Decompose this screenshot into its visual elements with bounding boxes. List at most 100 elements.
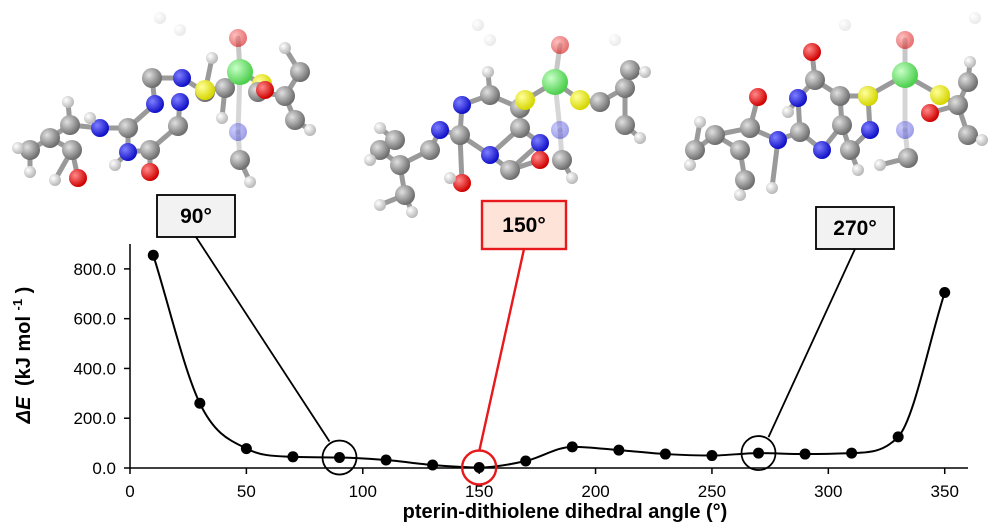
atom xyxy=(976,134,988,146)
data-point xyxy=(427,459,439,471)
atom xyxy=(552,150,572,170)
atom xyxy=(40,128,60,148)
data-point xyxy=(846,447,858,459)
atom xyxy=(615,78,635,98)
atom xyxy=(832,115,852,135)
annotation-label: 150° xyxy=(502,214,545,237)
x-tick-label: 300 xyxy=(814,482,842,501)
atom xyxy=(472,19,484,31)
atom xyxy=(685,140,705,160)
atom xyxy=(481,146,499,164)
atom xyxy=(364,154,376,166)
atom xyxy=(62,96,74,108)
atom xyxy=(705,125,725,145)
y-axis-label-close: ) xyxy=(13,287,35,294)
atom xyxy=(12,142,24,154)
atom xyxy=(782,106,794,118)
atom xyxy=(374,199,386,211)
atom xyxy=(279,42,291,54)
annotation-circle xyxy=(740,435,777,471)
atom xyxy=(484,34,496,46)
atom xyxy=(861,121,879,139)
atom xyxy=(304,124,316,136)
atom xyxy=(118,118,138,138)
atom xyxy=(453,96,471,114)
atom xyxy=(174,24,186,36)
atom xyxy=(969,12,981,24)
atom xyxy=(634,132,646,144)
x-tick-label: 350 xyxy=(931,482,959,501)
data-point xyxy=(520,455,532,467)
atom xyxy=(482,66,494,78)
atom xyxy=(385,130,405,150)
atom xyxy=(609,34,621,46)
atom xyxy=(500,160,520,180)
data-point xyxy=(939,287,951,299)
atom xyxy=(615,115,635,135)
atom xyxy=(60,115,80,135)
atom xyxy=(146,95,164,113)
data-point xyxy=(240,443,252,455)
y-axis-label: ΔE (kJ mol -1 ) xyxy=(5,287,35,425)
atom xyxy=(119,143,137,161)
atom xyxy=(173,69,191,87)
atom xyxy=(839,19,851,31)
atom xyxy=(444,172,456,184)
atom xyxy=(374,122,386,134)
atom xyxy=(769,131,787,149)
annotations: 90°150°270° xyxy=(156,194,895,486)
atom xyxy=(206,52,218,64)
atom xyxy=(285,110,305,130)
atom xyxy=(24,166,36,178)
molecule-90-deg xyxy=(12,12,316,188)
atom xyxy=(551,121,569,139)
atom xyxy=(154,12,166,24)
atom xyxy=(896,31,914,49)
y-axis-label-unit: (kJ mol xyxy=(13,316,35,386)
data-point xyxy=(892,431,904,443)
annotation-box xyxy=(815,206,895,250)
y-tick-label: 800.0 xyxy=(73,260,116,279)
atom xyxy=(930,85,950,105)
y-tick-label: 600.0 xyxy=(73,310,116,329)
atom xyxy=(813,141,831,159)
atom xyxy=(109,159,121,171)
atom xyxy=(171,93,189,111)
annotation-leader-line xyxy=(767,248,856,438)
atom xyxy=(406,206,418,218)
atom xyxy=(215,78,235,98)
data-point xyxy=(753,447,764,459)
atom xyxy=(290,62,310,82)
molecule-270-deg xyxy=(684,12,988,201)
atom xyxy=(898,148,918,168)
atom xyxy=(62,140,82,160)
atom xyxy=(892,62,918,88)
atom xyxy=(639,66,651,78)
atom xyxy=(803,43,821,61)
atom xyxy=(453,174,471,192)
atom xyxy=(420,140,440,160)
data-point xyxy=(147,249,159,261)
data-point xyxy=(613,444,625,456)
atom xyxy=(874,159,886,171)
data-point xyxy=(287,451,299,463)
atom xyxy=(395,185,415,205)
data-point xyxy=(566,441,578,453)
atom xyxy=(69,169,87,187)
atom xyxy=(275,86,295,106)
atom xyxy=(91,119,109,137)
atom xyxy=(49,174,61,186)
atom xyxy=(789,89,807,107)
x-tick-label: 50 xyxy=(237,482,256,501)
atom xyxy=(858,86,878,106)
x-tick-label: 200 xyxy=(581,482,609,501)
x-tick-label: 0 xyxy=(125,482,134,501)
x-tick-label: 100 xyxy=(349,482,377,501)
atom xyxy=(230,150,250,170)
atom xyxy=(570,90,590,110)
atom xyxy=(684,159,696,171)
x-axis-label: pterin-dithiolene dihedral angle (°) xyxy=(403,501,728,523)
atom xyxy=(766,182,778,194)
